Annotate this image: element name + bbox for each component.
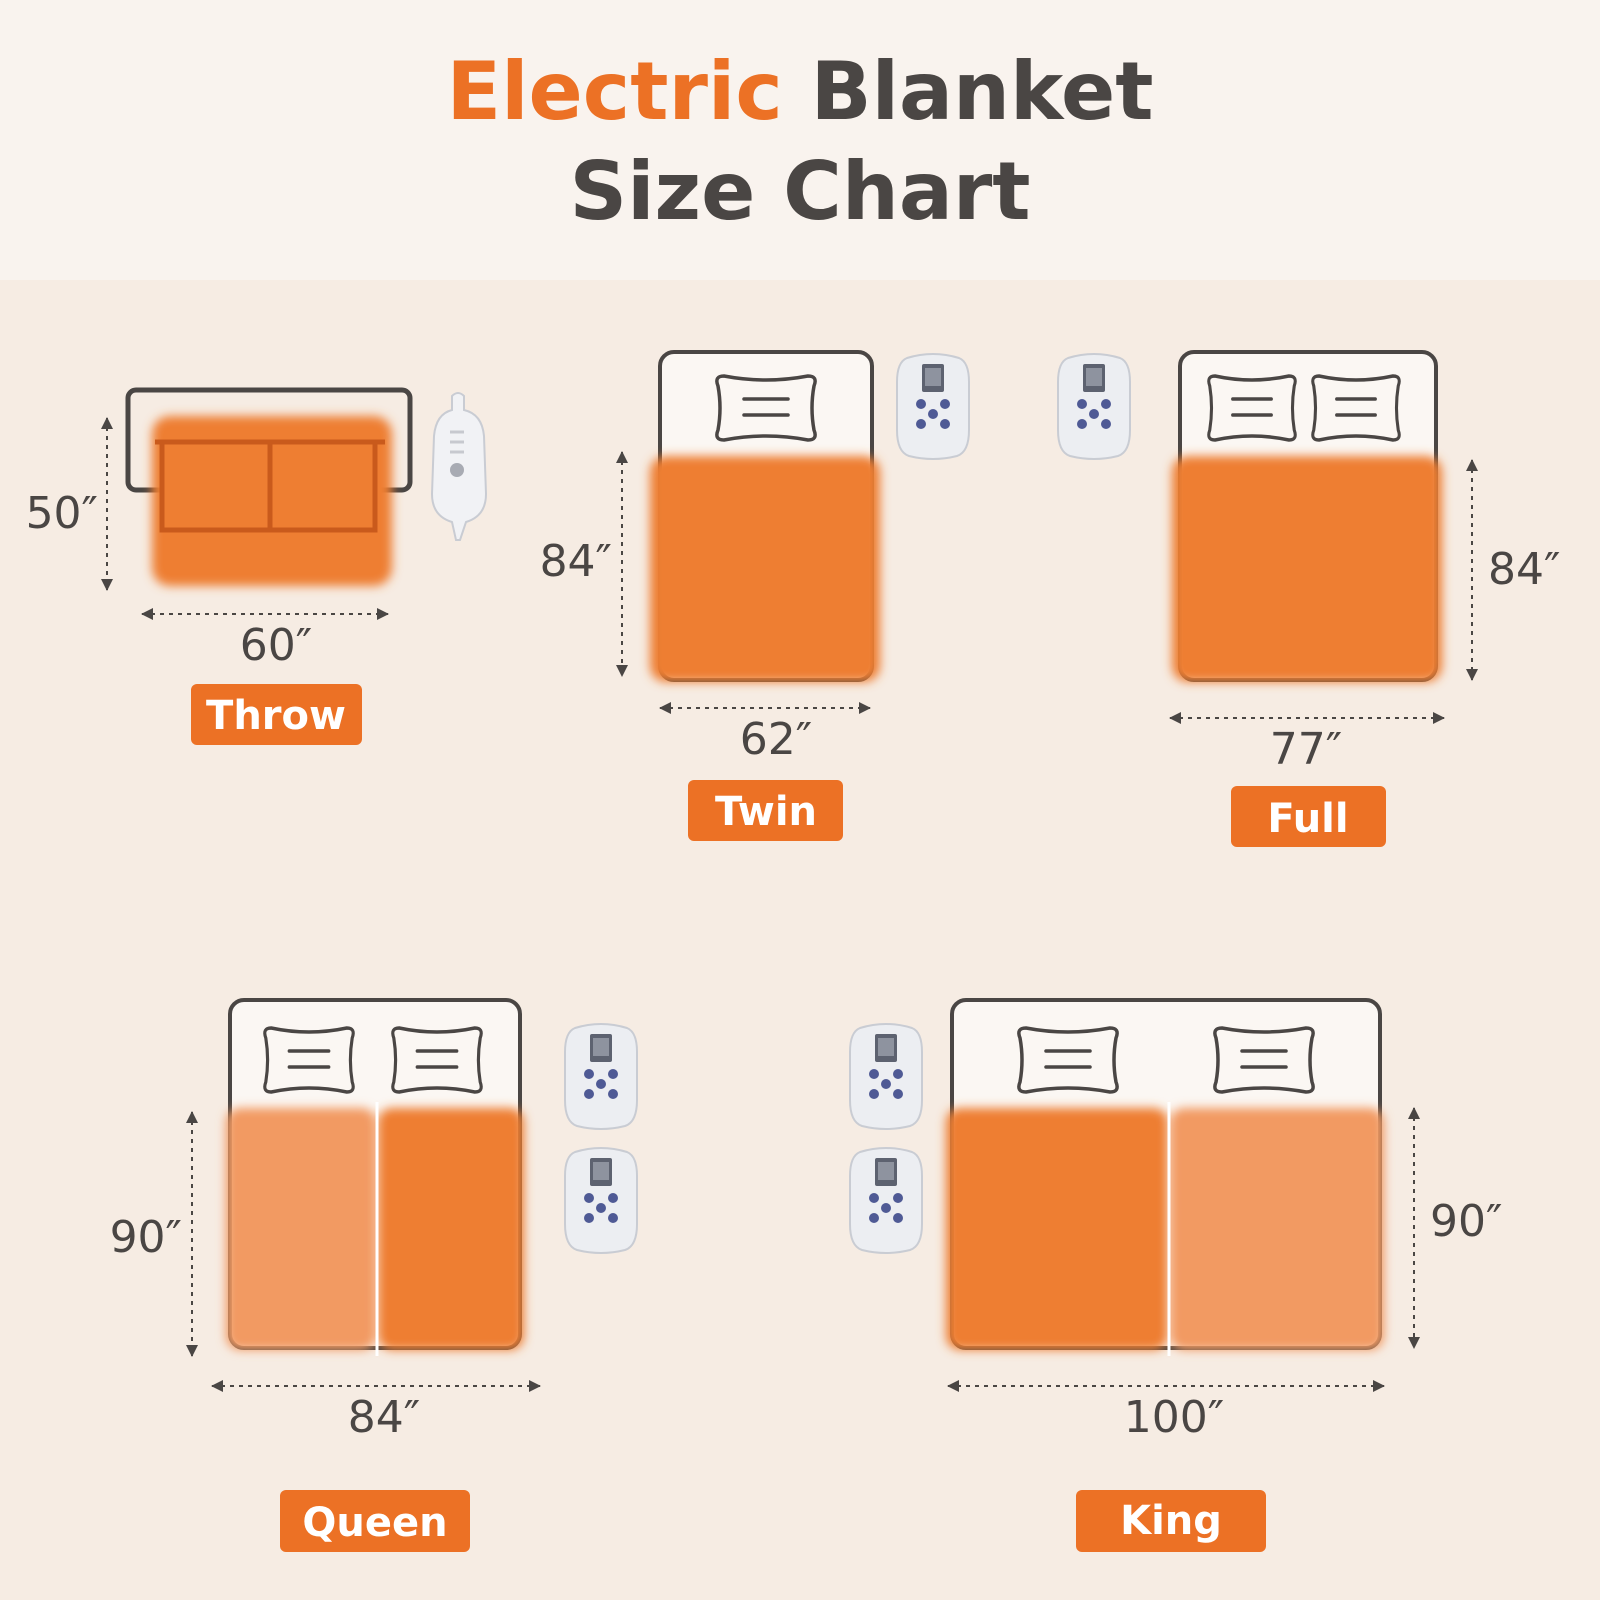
king-group: 90″ 100″ King [849,998,1502,1552]
pillow-icon [1213,1026,1315,1094]
controller-icon [430,392,488,541]
twin-blanket [650,456,880,682]
king-label-badge [1076,1490,1266,1552]
queen-blanket-right [378,1108,524,1350]
twin-length: 84″ [540,536,612,587]
sofa-cushions [155,439,385,533]
controller-icon [564,1023,638,1130]
full-label-badge [1231,786,1386,847]
twin-label: Twin [715,789,817,835]
controller-icon [849,1023,923,1130]
queen-width: 84″ [348,1392,420,1443]
full-label: Full [1267,796,1348,842]
queen-length: 90″ [110,1212,182,1263]
throw-label: Throw [206,693,346,739]
king-width: 100″ [1124,1392,1224,1443]
full-blanket [1172,456,1442,682]
title-accent: Electric [446,45,783,138]
pillow-icon [1017,1026,1119,1094]
page-title-line2: Size Chart [569,145,1031,238]
twin-width: 62″ [740,714,812,765]
full-group: 84″ 77″ Full [1057,350,1560,847]
king-length: 90″ [1430,1196,1502,1247]
queen-blanket-left [226,1108,376,1350]
pillow-icon [715,374,817,442]
queen-group: 90″ 84″ Queen [110,998,638,1552]
controller-icon [896,353,970,460]
controller-icon [849,1147,923,1254]
queen-label-badge [280,1490,470,1552]
full-length: 84″ [1488,544,1560,595]
pillow-icon [1207,374,1297,442]
throw-label-badge [191,684,362,745]
title-rest: Blanket [782,45,1154,138]
pillow-icon [263,1026,355,1094]
king-blanket-right [1170,1108,1384,1350]
pillow-icon [1311,374,1401,442]
king-label: King [1120,1498,1222,1544]
pillow-icon [391,1026,483,1094]
throw-length: 50″ [26,488,98,539]
twin-label-badge [688,780,843,841]
header-band [0,0,1600,280]
queen-label: Queen [302,1500,447,1546]
controller-icon [564,1147,638,1254]
throw-width: 60″ [240,620,312,671]
page-title-line1: Electric Blanket [0,52,1600,132]
twin-group: 84″ 62″ Twin [540,350,970,841]
king-blanket-left [946,1108,1168,1350]
throw-group: 50″ 60″ Throw [26,387,488,745]
full-width: 77″ [1270,724,1342,775]
controller-icon [1057,353,1131,460]
